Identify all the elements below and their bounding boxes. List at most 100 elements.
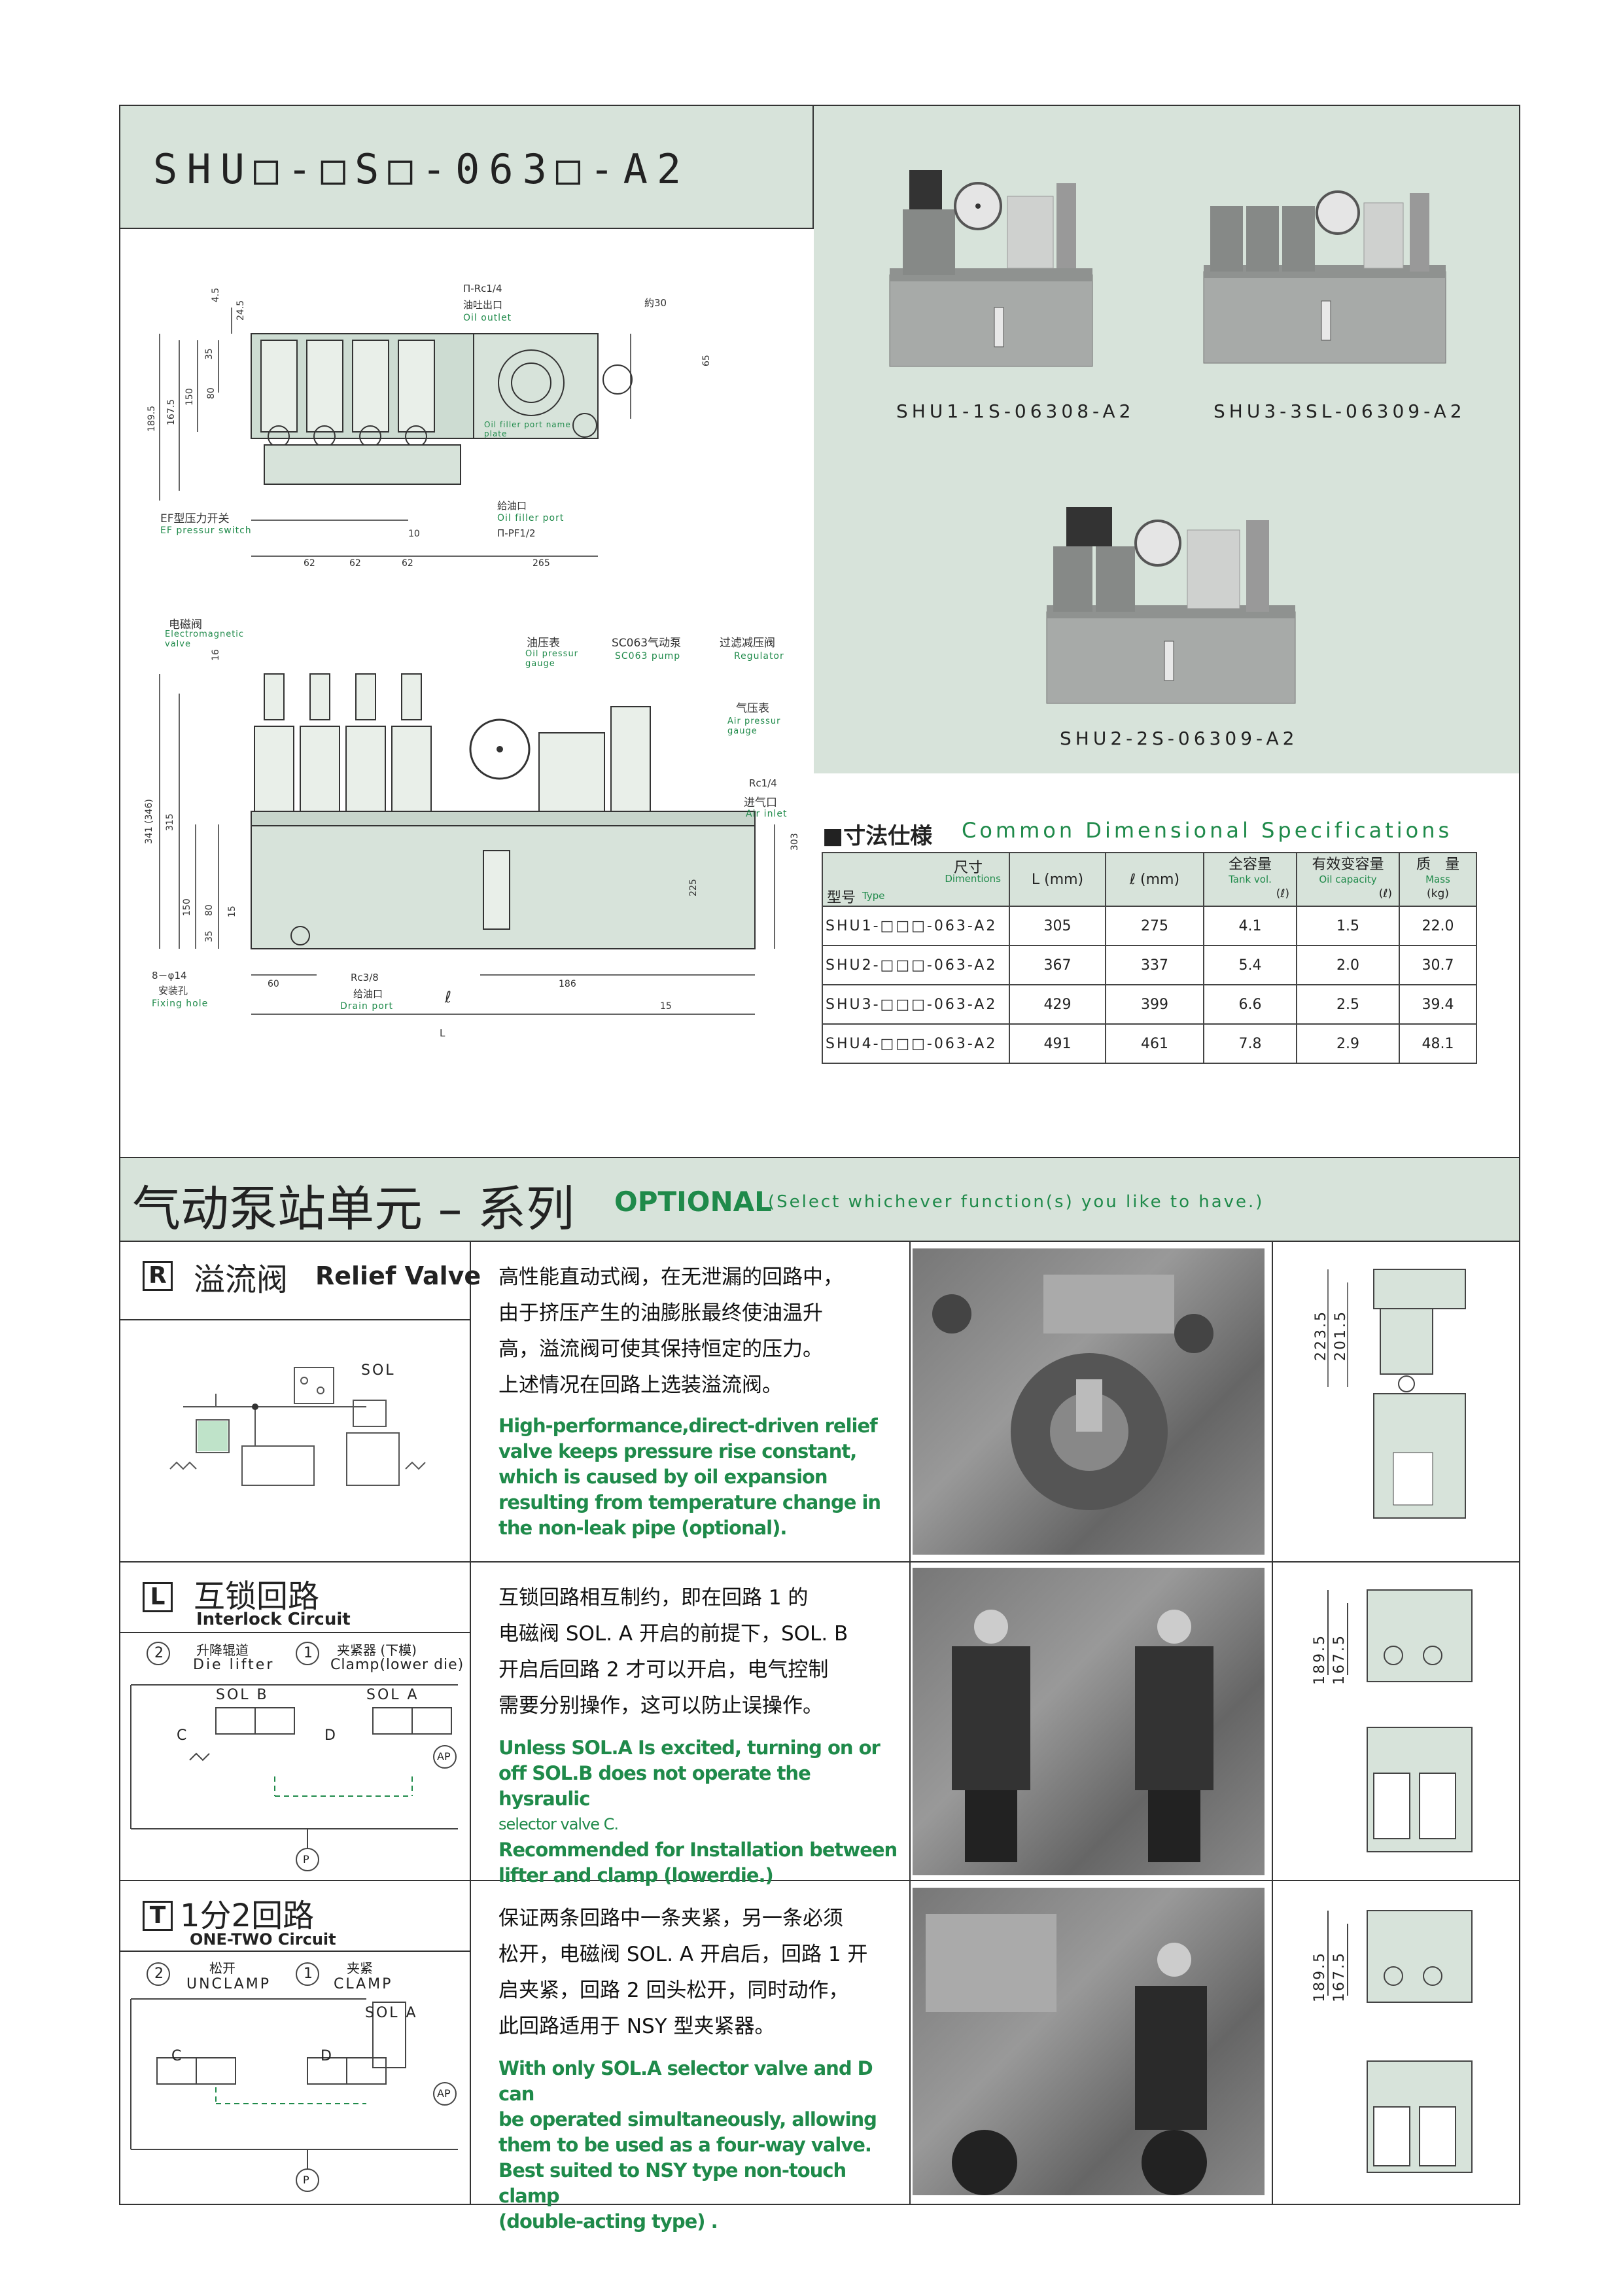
cap-unit: (ℓ) (1378, 887, 1392, 900)
product-photo-shu2 (1046, 507, 1296, 704)
dim-zh: 尺寸 (953, 860, 983, 876)
option-r-title-zh: 溢流阀 (194, 1262, 288, 1298)
text-line: Best suited to NSY type non-touch clamp (498, 2159, 846, 2207)
interlock-a-zh: 升降辊道 (196, 1642, 249, 1658)
spec-title-en: Common Dimensional Specifications (962, 818, 1453, 843)
text-line: 高，溢流阀可使其保持恒定的压力。 (498, 1337, 823, 1361)
type-zh: 型号 (827, 890, 856, 906)
text-line: resulting from temperature change in (498, 1491, 881, 1513)
text-line: 需要分别操作，这可以防止误操作。 (498, 1694, 823, 1718)
interlock-p: P (303, 1853, 309, 1865)
onetwo-p: P (303, 2174, 309, 2186)
section-title: 气动泵站单元 – 系列 (132, 1181, 575, 1237)
oil-outlet-zh-label: 油吐出口 (463, 299, 503, 311)
option-l-letter: L (143, 1582, 173, 1612)
text-line: lifter and clamp (lowerdie.) (498, 1864, 774, 1886)
interlock-dim-2: 167.5 (1331, 1634, 1348, 1685)
svg-text:15: 15 (660, 1001, 672, 1012)
product-photo-shu1 (889, 170, 1093, 367)
spec-header-tank: 全容量 Tank vol. (ℓ) (1203, 852, 1297, 907)
relief-valve-dim-drawing (1327, 1269, 1466, 1519)
cell-tank: 6.6 (1203, 984, 1297, 1025)
onetwo-b-zh: 夹紧 (347, 1960, 373, 1976)
interlock-n1: 1 (304, 1645, 315, 1661)
cell-tank: 5.4 (1203, 945, 1297, 985)
svg-text:265: 265 (532, 558, 550, 569)
l-small-label: ℓ (445, 988, 451, 1006)
text-line: be operated simultaneously, allowing (498, 2108, 877, 2130)
interlock-c: C (177, 1727, 189, 1744)
ef-switch-en-label: EF pressur switch (160, 525, 252, 536)
option-l-title-en: Interlock Circuit (196, 1610, 351, 1629)
table-row: SHU4-□□□-063-A2 491 461 7.8 2.9 48.1 (822, 1023, 1477, 1064)
svg-text:62: 62 (402, 558, 413, 569)
fixing-zh-label: 安装孔 (158, 985, 188, 997)
cell-cap: 2.0 (1296, 945, 1400, 985)
interlock-solb: SOL B (216, 1687, 269, 1703)
onetwo-c: C (171, 2048, 184, 2064)
onetwo-a-zh: 松开 (209, 1960, 236, 1976)
cell-cap: 2.5 (1296, 984, 1400, 1025)
interlock-b-en: Clamp(lower die) (330, 1657, 464, 1673)
mass-zh: 质 量 (1416, 857, 1459, 873)
option-t-title-zh: 1分2回路 (180, 1898, 315, 1934)
relief-valve-photo (913, 1248, 1265, 1555)
svg-text:24.5: 24.5 (236, 300, 246, 321)
spec-header-mass: 质 量 Mass (kg) (1399, 852, 1477, 907)
approx30-label: 約30 (644, 297, 667, 309)
text-line: With only SOL.A selector valve and D can (498, 2057, 873, 2105)
air-inlet-zh-label: 进气口 (744, 796, 777, 809)
svg-text:303: 303 (790, 833, 800, 851)
spec-header-l: ℓ (mm) (1105, 852, 1204, 907)
cell-l: 461 (1105, 1023, 1204, 1064)
nameplate-label: Oil filler port name plate (484, 420, 571, 438)
text-line: 由于挤压产生的油膨胀最终使油温升 (498, 1301, 823, 1325)
page-frame (119, 105, 1520, 2205)
interlock-sola: SOL A (366, 1687, 419, 1703)
svg-text:341 (346): 341 (346) (144, 799, 154, 844)
option-l-en-text: Unless SOL.A Is excited, turning on or o… (498, 1735, 904, 1888)
svg-text:80: 80 (204, 904, 215, 916)
svg-text:150: 150 (182, 898, 192, 916)
cell-type: SHU1-□□□-063-A2 (822, 906, 1010, 946)
cell-tank: 7.8 (1203, 1023, 1297, 1064)
text-line: (double-acting type) . (498, 2210, 718, 2233)
drain-zh-label: 给油口 (353, 988, 383, 1000)
one-two-dim-drawing (1327, 1910, 1473, 2173)
cell-L: 429 (1009, 984, 1106, 1025)
text-line: off SOL.B does not operate the hysraulic (498, 1762, 811, 1810)
onetwo-b-en: CLAMP (334, 1976, 393, 1992)
onetwo-ap: AP (437, 2087, 451, 2100)
svg-text:62: 62 (349, 558, 361, 569)
spec-header-cap: 有效变容量 Oil capacity (ℓ) (1296, 852, 1400, 907)
text-line: 松开，电磁阀 SOL. A 开启后，回路 1 开 (498, 1943, 868, 1966)
section-optional-sub: (Select whichever function(s) you like t… (768, 1192, 1265, 1212)
svg-text:225: 225 (688, 879, 699, 896)
onetwo-sola: SOL A (365, 2005, 418, 2021)
oil-filler-zh-label: 給油口 (497, 500, 527, 512)
interlock-dim-drawing (1327, 1589, 1473, 1852)
svg-text:10: 10 (408, 529, 420, 539)
cell-mass: 48.1 (1399, 1023, 1477, 1064)
cell-type: SHU4-□□□-063-A2 (822, 1023, 1010, 1064)
text-line: 此回路适用于 NSY 型夹紧器。 (498, 2015, 775, 2038)
tank-en: Tank vol. (1229, 874, 1272, 885)
table-row: SHU3-□□□-063-A2 429 399 6.6 2.5 39.4 (822, 984, 1477, 1025)
text-line: High-performance,direct-driven relief (498, 1415, 878, 1437)
options-grid (120, 1242, 1519, 2204)
svg-text:65: 65 (701, 355, 712, 366)
text-line: 开启后回路 2 才可以开启，电气控制 (498, 1658, 829, 1682)
front-view-drawing: 16 341 (346) 315 150 80 35 303 225 15 60… (144, 649, 800, 1015)
air-inlet-en-label: Air inlet (746, 809, 788, 819)
text-line: 高性能直动式阀，在无泄漏的回路中， (498, 1265, 843, 1289)
svg-text:186: 186 (559, 979, 576, 989)
spec-header-L: L (mm) (1009, 852, 1106, 907)
svg-text:150: 150 (184, 388, 195, 406)
text-line: them to be used as a four-way valve. (498, 2134, 872, 2156)
drain-rc-label: Rc3/8 (351, 972, 379, 983)
text-line: 上述情况在回路上选装溢流阀。 (498, 1373, 782, 1397)
svg-text:62: 62 (304, 558, 315, 569)
ef-switch-zh-label: EF型压力开关 (160, 512, 230, 525)
cell-tank: 4.1 (1203, 906, 1297, 946)
option-r-en-text: High-performance,direct-driven relief va… (498, 1413, 904, 1541)
